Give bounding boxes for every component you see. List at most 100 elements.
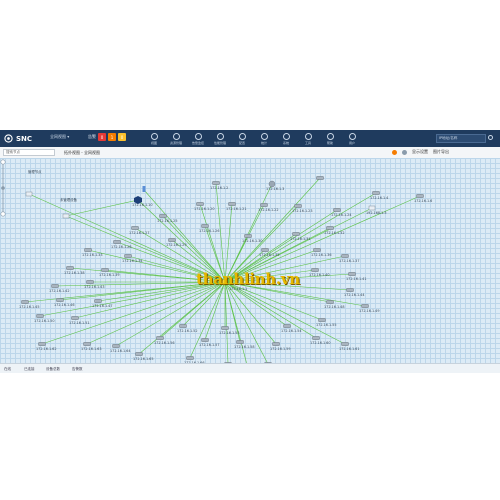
- zoom-in-icon[interactable]: [0, 159, 6, 165]
- switch-node-icon[interactable]: [261, 248, 269, 252]
- status-bar: 在线 已连接 设备总数 告警数: [0, 363, 500, 373]
- switch-node-icon[interactable]: [156, 336, 164, 340]
- switch-node-icon[interactable]: [341, 342, 349, 346]
- switch-node-icon[interactable]: [236, 340, 244, 344]
- switch-node-icon[interactable]: [84, 248, 92, 252]
- toolbar-config[interactable]: 配置: [233, 130, 251, 147]
- switch-node-icon[interactable]: [124, 254, 132, 258]
- alarm-major-badge[interactable]: 1: [108, 133, 116, 141]
- global-search-input[interactable]: IP地址/名称: [436, 134, 486, 143]
- zoom-handle[interactable]: [1, 186, 5, 190]
- switch-node-icon[interactable]: [333, 208, 341, 212]
- topology-link: [224, 281, 346, 345]
- switch-node-icon[interactable]: [38, 342, 46, 346]
- node-label: 172.16.1.41: [346, 277, 367, 281]
- node-label: 172.16.1.23: [292, 209, 313, 213]
- switch-node-icon[interactable]: [36, 314, 44, 318]
- device-node-icon[interactable]: [368, 205, 376, 211]
- switch-node-icon[interactable]: [21, 300, 29, 304]
- toolbar-resource[interactable]: 资源管理: [167, 130, 185, 147]
- switch-node-icon[interactable]: [196, 202, 204, 206]
- device-node-icon[interactable]: [25, 191, 33, 197]
- switch-node-icon[interactable]: [361, 304, 369, 308]
- switch-node-icon[interactable]: [372, 191, 380, 195]
- switch-node-icon[interactable]: [83, 342, 91, 346]
- switch-node-icon[interactable]: [326, 300, 334, 304]
- switch-node-icon[interactable]: [348, 272, 356, 276]
- switch-node-icon[interactable]: [66, 266, 74, 270]
- topology-link: [215, 182, 226, 283]
- switch-node-icon[interactable]: [86, 280, 94, 284]
- topology-link: [224, 269, 316, 283]
- view-tools: 显示设置 图片导出: [392, 149, 449, 155]
- toolbar-performance[interactable]: 性能管理: [211, 130, 229, 147]
- toolbar-system[interactable]: 系统: [277, 130, 295, 147]
- device-node-icon[interactable]: [62, 213, 70, 219]
- topology-link: [224, 195, 421, 283]
- switch-node-icon[interactable]: [51, 284, 59, 288]
- switch-node-icon[interactable]: [228, 202, 236, 206]
- toolbar-tools[interactable]: 工具: [299, 130, 317, 147]
- server-node-icon[interactable]: [134, 196, 142, 204]
- top-menu-bar: SNC 全网视图 ▾ 告警 0 1 0 视图 资源管理 告警监控 性能管理 配置…: [0, 130, 500, 147]
- switch-node-icon[interactable]: [168, 238, 176, 242]
- toolbar-stats[interactable]: 统计: [255, 130, 273, 147]
- switch-node-icon[interactable]: [264, 362, 272, 363]
- switch-node-icon[interactable]: [94, 299, 102, 303]
- switch-node-icon[interactable]: [318, 318, 326, 322]
- zoom-out-icon[interactable]: [0, 211, 6, 217]
- switch-node-icon[interactable]: [341, 254, 349, 258]
- switch-node-icon[interactable]: [346, 288, 354, 292]
- switch-node-icon[interactable]: [272, 342, 280, 346]
- switch-node-icon[interactable]: [112, 344, 120, 348]
- alarm-minor-badge[interactable]: 0: [118, 133, 126, 141]
- switch-node-icon[interactable]: [326, 226, 334, 230]
- node-label: 172.16.1.64: [110, 349, 131, 353]
- switch-node-icon[interactable]: [312, 336, 320, 340]
- topology-link: [143, 189, 226, 283]
- switch-node-icon[interactable]: [283, 324, 291, 328]
- tree-search-input[interactable]: 搜索节点: [3, 149, 55, 156]
- switch-node-icon[interactable]: [135, 352, 143, 356]
- router-node-icon[interactable]: [268, 180, 276, 188]
- toolbar-alarm[interactable]: 告警监控: [189, 130, 207, 147]
- switch-node-icon[interactable]: [221, 326, 229, 330]
- switch-node-icon[interactable]: [260, 203, 268, 207]
- switch-node-icon[interactable]: [212, 181, 220, 185]
- switch-node-icon[interactable]: [292, 232, 300, 236]
- refresh-icon[interactable]: [392, 149, 397, 155]
- switch-node-icon[interactable]: [159, 214, 167, 218]
- core-node[interactable]: [221, 278, 229, 286]
- toolbar-user[interactable]: 用户: [343, 130, 361, 147]
- toolbar-view[interactable]: 视图: [145, 130, 163, 147]
- tree-item-managed[interactable]: 管理节点: [28, 169, 42, 174]
- alarm-critical-badge[interactable]: 0: [98, 133, 106, 141]
- switch-node-icon[interactable]: [311, 268, 319, 272]
- zoom-slider[interactable]: [0, 158, 6, 218]
- switch-node-icon[interactable]: [294, 204, 302, 208]
- switch-node-icon[interactable]: [131, 226, 139, 230]
- switch-node-icon[interactable]: [101, 268, 109, 272]
- network-selector[interactable]: 全网视图 ▾: [50, 134, 69, 140]
- switch-node-icon[interactable]: [416, 194, 424, 198]
- location-marker-icon[interactable]: [142, 186, 146, 192]
- switch-node-icon[interactable]: [224, 362, 232, 363]
- tree-item-unmanaged[interactable]: 未管理设备: [60, 197, 78, 202]
- switch-node-icon[interactable]: [186, 356, 194, 360]
- switch-node-icon[interactable]: [244, 234, 252, 238]
- switch-node-icon[interactable]: [56, 298, 64, 302]
- topology-graph[interactable]: 管理节点未管理设备172.16.1.1172.16.1.10172.16.1.2…: [0, 158, 500, 363]
- search-icon[interactable]: [488, 135, 493, 140]
- export-image-button[interactable]: 图片导出: [433, 149, 449, 154]
- toolbar-help[interactable]: 帮助: [321, 130, 339, 147]
- fullscreen-icon[interactable]: [402, 149, 407, 155]
- display-settings-button[interactable]: 显示设置: [412, 149, 428, 154]
- switch-node-icon[interactable]: [113, 240, 121, 244]
- switch-node-icon[interactable]: [201, 224, 209, 228]
- switch-node-icon[interactable]: [201, 338, 209, 342]
- switch-node-icon[interactable]: [179, 324, 187, 328]
- switch-node-icon[interactable]: [316, 176, 324, 180]
- switch-node-icon[interactable]: [313, 248, 321, 252]
- switch-node-icon[interactable]: [71, 316, 79, 320]
